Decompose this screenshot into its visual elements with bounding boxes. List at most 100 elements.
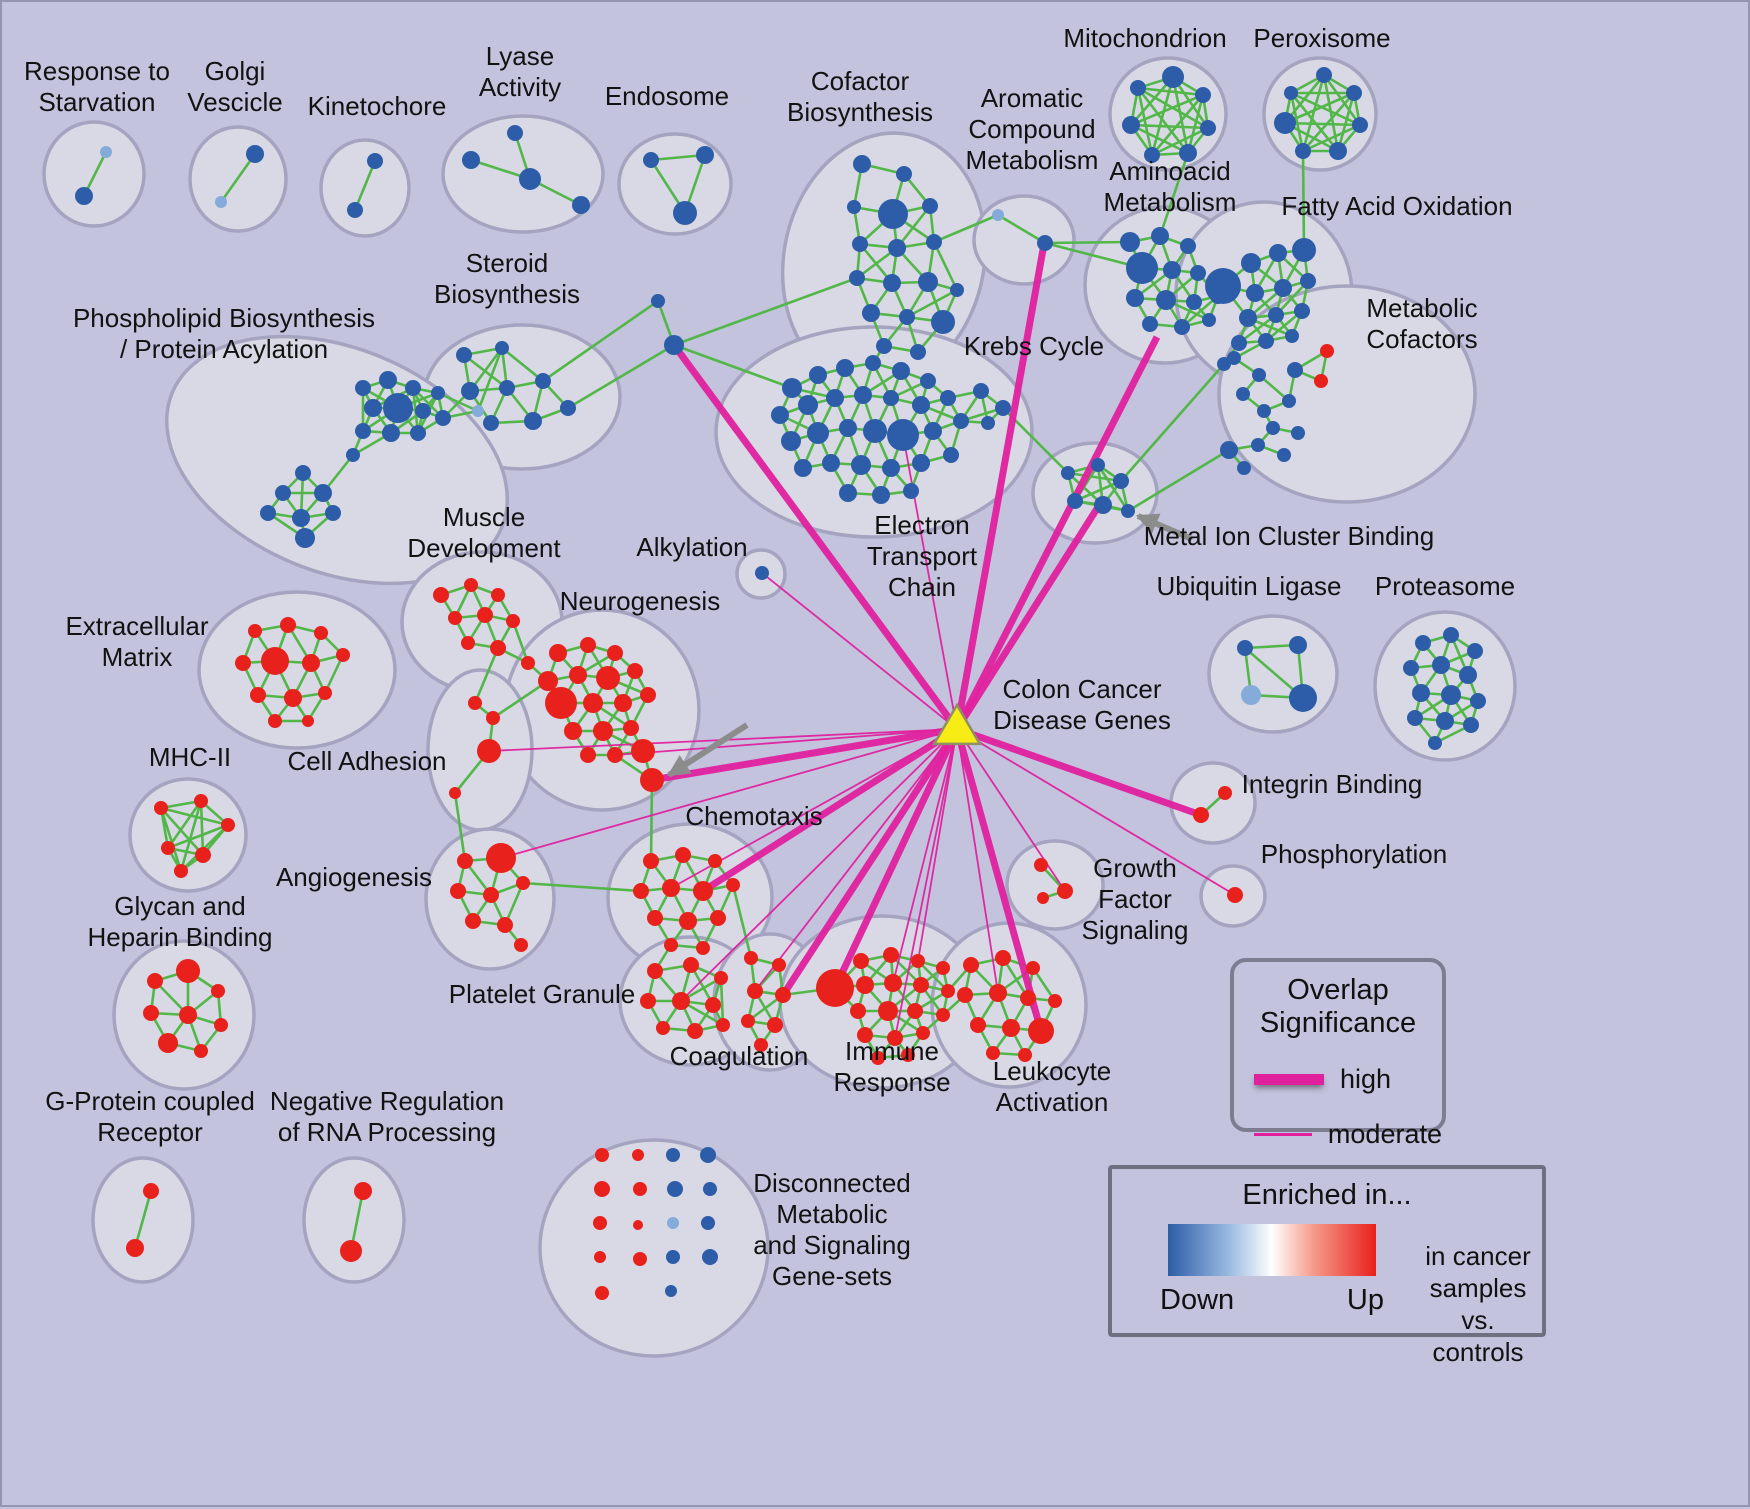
gene-set-node-ubiquitin-ligase bbox=[1289, 636, 1307, 654]
gene-set-node-extracellular-matrix bbox=[268, 714, 282, 728]
gene-set-node-electron-transport-chain bbox=[809, 366, 827, 384]
connector-node bbox=[664, 335, 684, 355]
gene-set-node-peroxisome bbox=[1284, 86, 1298, 100]
cluster-label-disconnected-gene-sets: Gene-sets bbox=[772, 1261, 892, 1291]
gene-set-node-coagulation bbox=[775, 987, 791, 1003]
gene-set-node-disconnected-gene-sets bbox=[594, 1251, 606, 1263]
gene-set-node-proteasome bbox=[1432, 656, 1450, 674]
cluster-ellipse-mhc-ii bbox=[128, 777, 248, 893]
gene-set-node-cofactor-biosynthesis bbox=[918, 272, 938, 292]
cluster-label-disconnected-gene-sets: and Signaling bbox=[753, 1230, 911, 1260]
gene-set-node-golgi-vescicle bbox=[215, 196, 227, 208]
gene-set-node-metabolic-cofactors bbox=[1320, 344, 1334, 358]
gene-set-node-cell-adhesion bbox=[468, 696, 482, 710]
gene-set-node-steroid-biosynthesis bbox=[535, 373, 551, 389]
gene-set-node-glycan-heparin-binding bbox=[143, 1005, 159, 1021]
gene-set-node-ubiquitin-ligase bbox=[1237, 640, 1253, 656]
gene-set-node-immune-response bbox=[901, 1048, 915, 1062]
cluster-label-steroid-biosynthesis: Steroid bbox=[466, 248, 548, 278]
gene-set-node-glycan-heparin-binding bbox=[158, 1033, 178, 1053]
gene-set-node-muscle-development bbox=[448, 611, 462, 625]
gene-set-node-glycan-heparin-binding bbox=[211, 984, 225, 998]
gene-set-edge bbox=[1322, 74, 1340, 152]
cluster-label-extracellular-matrix: Matrix bbox=[102, 642, 173, 672]
cluster-label-disconnected-gene-sets: Metabolic bbox=[776, 1199, 887, 1229]
gene-set-node-phospholipid-biosynthesis bbox=[275, 485, 291, 501]
gene-set-node-leukocyte-activation bbox=[1026, 961, 1040, 975]
gene-set-node-metabolic-cofactors bbox=[1227, 351, 1241, 365]
significance-edge-moderate bbox=[894, 728, 958, 1039]
legend-overlap-title: Overlap Significance bbox=[1234, 974, 1442, 1040]
gene-set-node-chemotaxis bbox=[664, 938, 678, 952]
gene-set-node-neurogenesis bbox=[607, 747, 623, 763]
gene-set-node-immune-response bbox=[856, 976, 874, 994]
gene-set-node-phosphorylation bbox=[1227, 887, 1243, 903]
gene-set-node-cell-adhesion bbox=[449, 787, 461, 799]
cluster-label-extracellular-matrix: Extracellular bbox=[65, 611, 208, 641]
gene-set-node-leukocyte-activation bbox=[957, 987, 973, 1003]
cluster-label-lyase-activity: Lyase bbox=[486, 41, 554, 71]
gene-set-node-electron-transport-chain bbox=[865, 355, 881, 371]
gene-set-node-neurogenesis bbox=[564, 722, 582, 740]
gene-set-node-disconnected-gene-sets bbox=[633, 1182, 647, 1196]
gene-set-node-aromatic-compound-metabolism bbox=[992, 209, 1004, 221]
gene-set-node-fatty-acid-oxidation bbox=[1246, 284, 1264, 302]
gene-set-node-mitochondrion bbox=[1162, 66, 1184, 88]
gene-set-node-peroxisome bbox=[1352, 117, 1368, 133]
gene-set-node-cofactor-biosynthesis bbox=[883, 274, 901, 292]
gene-set-edge bbox=[1290, 91, 1361, 127]
gene-set-node-cofactor-biosynthesis bbox=[922, 198, 938, 214]
gene-set-edge bbox=[1284, 91, 1355, 125]
gene-set-node-platelet-granule bbox=[716, 1018, 730, 1032]
gene-set-node-disconnected-gene-sets bbox=[701, 1216, 715, 1230]
gene-set-node-electron-transport-chain bbox=[883, 390, 899, 406]
gene-set-edge bbox=[159, 807, 183, 872]
significance-edge-moderate bbox=[761, 572, 958, 730]
significance-edge-high bbox=[953, 335, 1161, 731]
gene-set-node-phospholipid-biosynthesis bbox=[355, 380, 371, 396]
enrichment-gradient-labels: Down Up bbox=[1160, 1284, 1384, 1317]
gene-set-node-steroid-biosynthesis bbox=[461, 382, 479, 400]
gene-set-node-cofactor-biosynthesis bbox=[931, 310, 955, 334]
gene-set-node-metabolic-cofactors bbox=[1287, 362, 1303, 378]
gene-set-edge bbox=[133, 1190, 153, 1249]
significance-edge-high bbox=[831, 727, 961, 990]
gene-set-node-phospholipid-biosynthesis bbox=[355, 423, 371, 439]
gene-set-node-muscle-development bbox=[490, 640, 506, 656]
gene-set-node-electron-transport-chain bbox=[924, 422, 942, 440]
gene-set-node-chemotaxis bbox=[693, 881, 713, 901]
gene-set-node-coagulation bbox=[754, 1038, 768, 1052]
gene-set-node-cofactor-biosynthesis bbox=[910, 344, 926, 360]
cluster-label-growth-factor-signaling: Factor bbox=[1098, 884, 1172, 914]
cluster-label-electron-transport-chain: Transport bbox=[867, 541, 978, 571]
gene-set-node-electron-transport-chain bbox=[794, 459, 812, 477]
gene-set-node-metal-ion-cluster-binding bbox=[1067, 493, 1083, 509]
cluster-label-phospholipid-biosynthesis: / Protein Acylation bbox=[120, 334, 328, 364]
gene-set-node-metabolic-cofactors bbox=[1257, 404, 1271, 418]
cluster-ellipse-disconnected-gene-sets bbox=[538, 1138, 770, 1358]
gene-set-node-kinetochore bbox=[347, 202, 363, 218]
cluster-label-aromatic-compound-metabolism: Aromatic bbox=[981, 83, 1084, 113]
cluster-label-chemotaxis: Chemotaxis bbox=[685, 801, 822, 831]
gene-set-node-electron-transport-chain bbox=[920, 373, 936, 389]
gene-set-node-disconnected-gene-sets bbox=[702, 1249, 718, 1265]
gene-set-node-lyase-activity bbox=[572, 196, 590, 214]
inter-cluster-edge bbox=[1127, 448, 1230, 513]
gene-set-node-leukocyte-activation bbox=[1020, 990, 1036, 1006]
gene-set-node-phospholipid-biosynthesis bbox=[292, 509, 310, 527]
gene-set-edge bbox=[1289, 92, 1305, 152]
legend-row-moderate: moderate bbox=[1234, 1119, 1442, 1150]
cluster-label-proteasome: Proteasome bbox=[1375, 571, 1515, 601]
gene-set-node-neurogenesis bbox=[627, 663, 643, 679]
gene-set-edge bbox=[1151, 94, 1204, 156]
inter-cluster-edge bbox=[567, 343, 675, 410]
gene-set-node-growth-factor-signaling bbox=[1034, 858, 1048, 872]
gene-set-node-metabolic-cofactors bbox=[1314, 374, 1328, 388]
cluster-label-ubiquitin-ligase: Ubiquitin Ligase bbox=[1156, 571, 1341, 601]
gene-set-node-mhc-ii bbox=[161, 841, 175, 855]
gene-set-node-growth-factor-signaling bbox=[1057, 883, 1073, 899]
cluster-ellipse-growth-factor-signaling bbox=[1005, 839, 1105, 931]
gene-set-node-cofactor-biosynthesis bbox=[876, 338, 892, 354]
gene-set-node-extracellular-matrix bbox=[284, 689, 302, 707]
